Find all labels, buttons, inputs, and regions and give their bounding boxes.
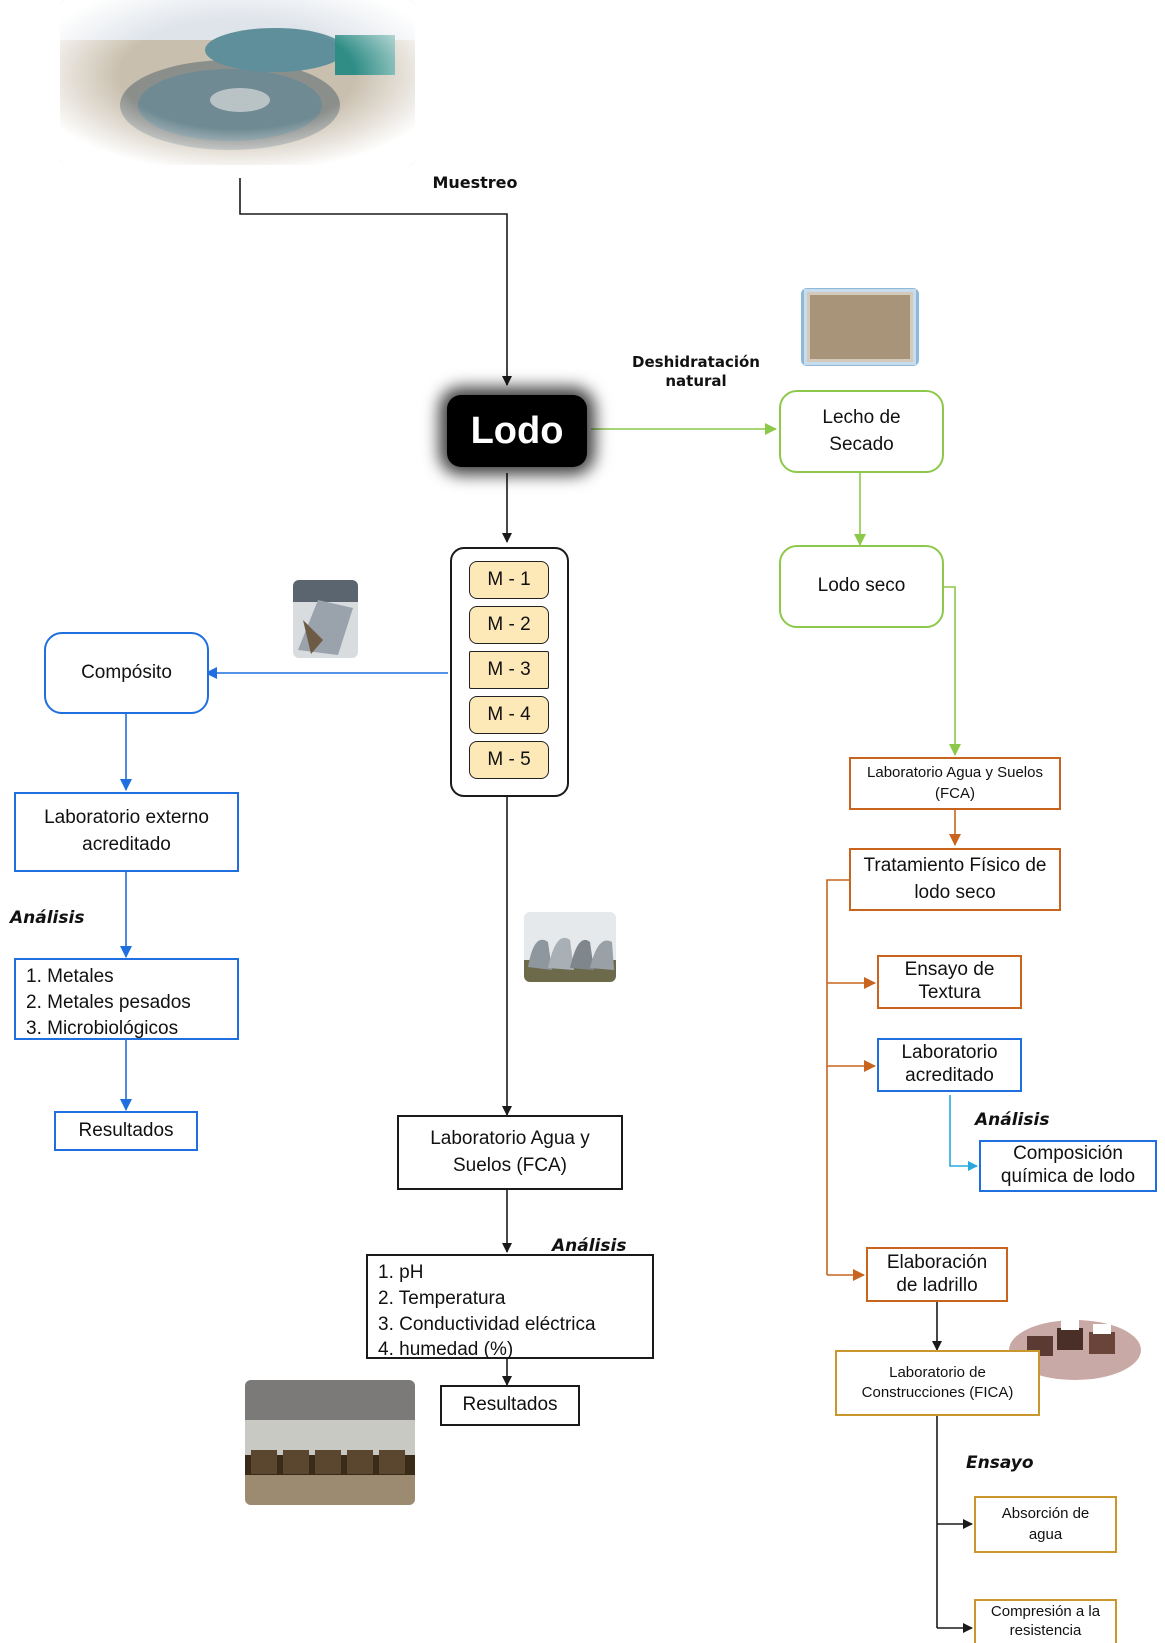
sample-m5: M - 5 <box>469 741 549 779</box>
list-item: 3. Conductividad eléctrica <box>378 1313 596 1335</box>
metales-list: 1. Metales 2. Metales pesados 3. Microbi… <box>14 958 239 1040</box>
composito-node: Compósito <box>44 632 209 714</box>
bricks-photo <box>1005 1298 1145 1383</box>
ensayo-label: Ensayo <box>966 1453 1034 1473</box>
sample-bags-photo <box>524 912 616 982</box>
composicion-node: Composición química de lodo <box>979 1140 1157 1192</box>
drying-bed-photo <box>795 282 925 372</box>
list-item: 2. Temperatura <box>378 1287 506 1309</box>
analisis-center-label: Análisis <box>552 1236 627 1256</box>
list-item: 1. Metales <box>26 966 114 987</box>
sample-m1: M - 1 <box>469 561 549 599</box>
lab-construcciones-node: Laboratorio de Construcciones (FICA) <box>835 1350 1040 1416</box>
light-blue-connector <box>949 1095 978 1171</box>
ladrillo-node: Elaboración de ladrillo <box>866 1247 1008 1302</box>
green-connectors <box>591 423 961 756</box>
list-item: 4. humedad (%) <box>378 1339 514 1361</box>
lab-agua-center-node: Laboratorio Agua y Suelos (FCA) <box>397 1115 623 1190</box>
lab-agua-right-node: Laboratorio Agua y Suelos (FCA) <box>849 757 1061 810</box>
sample-m3: M - 3 <box>469 651 549 689</box>
sample-bag-photo <box>293 580 358 658</box>
blue-connectors <box>120 667 448 1111</box>
black-connectors <box>239 178 973 1633</box>
compresion-node: Compresión a la resistencia <box>974 1599 1117 1643</box>
parametros-list: 1. pH 2. Temperatura 3. Conductividad el… <box>366 1254 654 1360</box>
absorcion-node: Absorción de agua <box>974 1496 1117 1553</box>
lab-acreditado-node: Laboratorio acreditado <box>877 1038 1022 1092</box>
lab-externo-node: Laboratorio externo acreditado <box>14 792 239 872</box>
muestreo-label: Muestreo <box>432 173 518 192</box>
tratamiento-node: Tratamiento Físico de lodo seco <box>849 848 1061 911</box>
sample-m2: M - 2 <box>469 606 549 644</box>
orange-connectors <box>826 810 961 1281</box>
list-item: 2. Metales pesados <box>26 991 191 1013</box>
lecho-de-secado-node: Lecho de Secado <box>779 390 944 473</box>
list-item: 1. pH <box>378 1262 424 1283</box>
list-item: 3. Microbiológicos <box>26 1017 179 1039</box>
lodo-seco-node: Lodo seco <box>779 545 944 628</box>
resultados-center-node: Resultados <box>440 1385 580 1426</box>
analisis-left-label: Análisis <box>10 908 85 928</box>
sample-m4: M - 4 <box>469 696 549 734</box>
lodo-node: Lodo <box>447 395 587 467</box>
deshidratacion-label: Deshidratación natural <box>632 353 760 390</box>
sample-containers-photo <box>245 1380 415 1505</box>
analisis-right-label: Análisis <box>975 1110 1050 1130</box>
treatment-plant-photo <box>60 0 415 165</box>
resultados-left-node: Resultados <box>54 1111 198 1151</box>
ensayo-textura-node: Ensayo de Textura <box>877 955 1022 1009</box>
